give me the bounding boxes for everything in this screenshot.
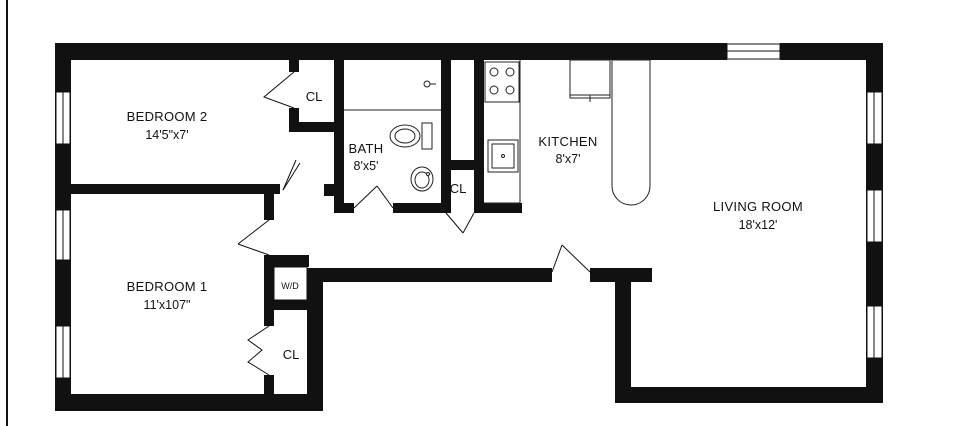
living-room-name: LIVING ROOM (713, 199, 803, 214)
washer-dryer-label: W/D (281, 281, 299, 291)
bath-dim: 8'x5' (354, 159, 379, 173)
sink-icon (410, 166, 434, 192)
stove-icon (484, 61, 520, 103)
closet-bedroom2-label: CL (306, 89, 323, 104)
closet-bedroom1-label: CL (283, 347, 300, 362)
refrigerator-icon (569, 59, 611, 102)
kitchen-island (611, 59, 651, 206)
bathtub (344, 80, 441, 111)
kitchen-name: KITCHEN (538, 134, 597, 149)
kitchen-sink-icon (487, 139, 519, 173)
bedroom1-dim: 11'x107" (144, 298, 191, 312)
bedroom2-dim: 14'5"x7' (145, 128, 188, 142)
closet-hall-label: CL (450, 181, 467, 196)
bedroom1-name: BEDROOM 1 (127, 279, 208, 294)
bifold-door-icon (247, 71, 295, 376)
bedroom2-name: BEDROOM 2 (127, 109, 208, 124)
kitchen-dim: 8'x7' (556, 152, 581, 166)
window-icon (55, 43, 883, 379)
washer-dryer-box (273, 266, 308, 301)
door-swing-icon (237, 159, 591, 273)
kitchen-counter (484, 60, 521, 204)
toilet-icon (389, 122, 433, 150)
bath-name: BATH (349, 141, 384, 156)
living-room-dim: 18'x12' (739, 218, 778, 232)
page-edge-line (6, 0, 8, 426)
interior-walls (55, 60, 522, 397)
